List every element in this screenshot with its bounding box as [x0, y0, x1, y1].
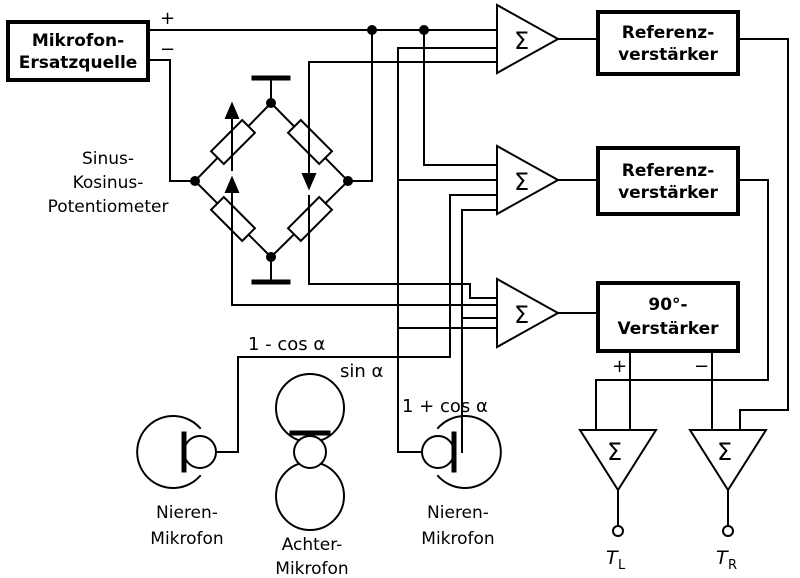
summer-2: Σ [496, 144, 561, 216]
referenzverstaerker-1-block: Referenz- verstärker [596, 10, 740, 76]
nieren-mikrofon-right [397, 415, 502, 489]
summer-2-sigma: Σ [514, 168, 529, 196]
mic-center-label-line2: Mikrofon [275, 559, 348, 578]
summer-output-wires [557, 38, 599, 314]
mikrofon-ersatzquelle-block: Mikrofon- Ersatzquelle [6, 20, 150, 82]
ref2-label-line1: Referenz- [622, 161, 715, 181]
verstaerker-90-block: 90°- Verstärker [596, 281, 740, 353]
pot-label-line3: Potentiometer [48, 197, 169, 217]
label-one-plus-cos: 1 + cos α [402, 396, 488, 417]
source-wires: + − [147, 8, 498, 182]
mic-left-label-line2: Mikrofon [150, 529, 223, 549]
summer-left-sigma: Σ [607, 438, 622, 466]
output-right-subscript: R [728, 558, 737, 573]
amp90-label-line1: 90°- [648, 295, 687, 315]
nieren-mikrofon-left [136, 415, 239, 489]
out-minus-sign: − [694, 356, 709, 377]
label-sin: sin α [340, 361, 383, 382]
amp90-label-line2: Verstärker [617, 319, 719, 339]
signal-buses [237, 47, 498, 453]
output-left-T: T [606, 547, 619, 569]
ref2-label-line2: verstärker [618, 183, 718, 203]
referenzverstaerker-2-block: Referenz- verstärker [596, 146, 740, 216]
summer-1: Σ [496, 3, 561, 75]
summer-out-left: Σ [578, 429, 658, 492]
source-label-line2: Ersatzquelle [19, 53, 138, 73]
summer-3: Σ [496, 277, 561, 349]
output-wires: + − [595, 38, 789, 537]
summer-1-sigma: Σ [514, 27, 529, 55]
plus-sign: + [160, 8, 175, 29]
output-left-subscript: L [618, 558, 626, 573]
output-right-T: T [716, 547, 729, 569]
source-label-line1: Mikrofon- [32, 31, 124, 51]
ref1-label-line1: Referenz- [622, 23, 715, 43]
ref1-label-line2: verstärker [618, 45, 718, 65]
mic-center-label-line1: Achter- [282, 535, 343, 555]
mic-right-label-line2: Mikrofon [421, 529, 494, 549]
summer-out-right: Σ [688, 429, 768, 492]
summer-3-sigma: Σ [514, 301, 529, 329]
achter-mikrofon [275, 373, 345, 531]
minus-sign: − [160, 39, 175, 60]
sinus-kosinus-potentiometer [190, 61, 498, 306]
pot-label-line1: Sinus- [82, 149, 134, 169]
summer-right-sigma: Σ [717, 438, 732, 466]
potentiometer-label: Sinus- Kosinus- Potentiometer [48, 149, 169, 217]
pot-label-line2: Kosinus- [73, 173, 144, 193]
label-one-minus-cos: 1 - cos α [248, 334, 325, 355]
mic-left-label-line1: Nieren- [156, 503, 218, 523]
out-plus-sign: + [612, 356, 627, 377]
mic-right-label-line1: Nieren- [427, 503, 489, 523]
